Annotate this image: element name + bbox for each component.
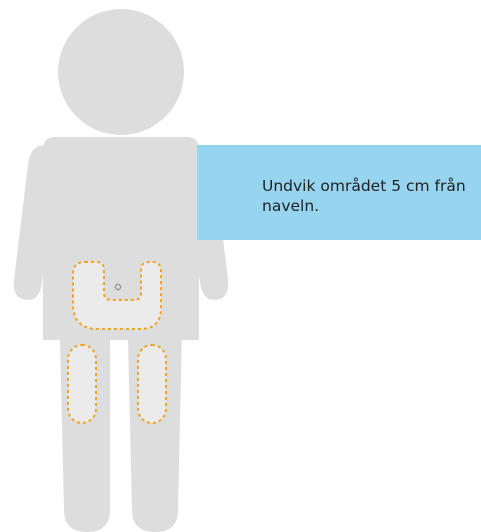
callout-text: Undvik området 5 cm från naveln. xyxy=(262,176,477,216)
left-thigh-injection-zone xyxy=(68,345,96,423)
right-thigh-injection-zone xyxy=(138,345,166,423)
head xyxy=(58,9,184,135)
callout-box: Undvik området 5 cm från naveln. xyxy=(197,145,481,240)
leg-gap xyxy=(110,340,128,532)
